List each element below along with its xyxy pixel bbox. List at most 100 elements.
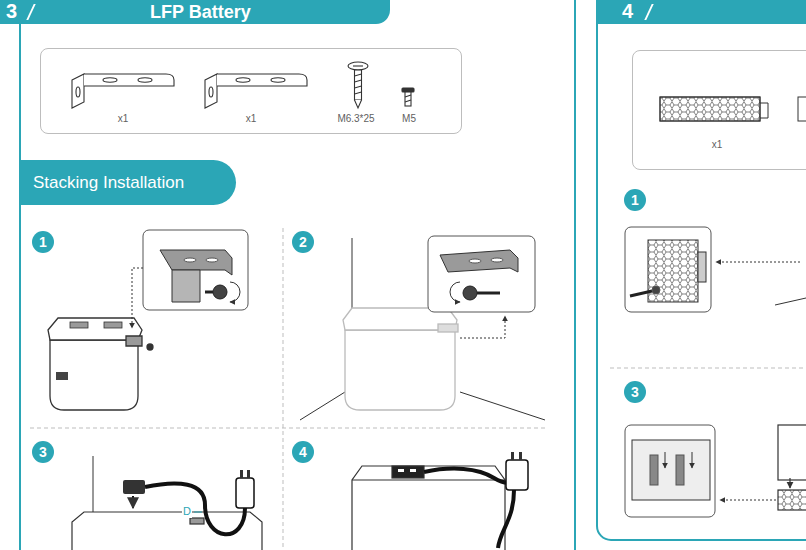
screw-part <box>348 62 368 70</box>
parts-list-box: x1x1M6.3*25M5 <box>40 48 462 134</box>
bracket-part <box>205 74 217 108</box>
step-divider <box>30 428 546 429</box>
detail-inset <box>625 425 715 517</box>
detail-inset <box>625 227 711 312</box>
detail-inset <box>213 285 227 299</box>
detail-inset <box>650 455 658 485</box>
power-cable <box>132 496 134 508</box>
detail-inset <box>625 425 715 517</box>
node-text: M5 <box>402 113 416 125</box>
bracket-part <box>72 74 84 108</box>
detail-inset <box>698 252 706 282</box>
wall-line <box>352 238 353 318</box>
screw-part <box>353 65 363 66</box>
detail-inset <box>652 286 660 294</box>
screw-part <box>355 70 362 100</box>
wall-line <box>300 392 345 420</box>
battery-figure <box>70 322 88 328</box>
screw-part <box>355 74 362 76</box>
detail-inset <box>632 440 710 500</box>
detail-inset <box>428 236 535 312</box>
wall-line <box>300 238 545 420</box>
callout-letter: D <box>182 505 192 518</box>
power-cable <box>519 452 522 460</box>
step-number: 3 <box>32 441 54 463</box>
screw-part <box>355 92 362 94</box>
bracket-part <box>205 74 307 108</box>
callout-number: 1 <box>39 235 47 249</box>
callout-number: 4 <box>299 445 307 459</box>
battery-figure <box>147 344 153 350</box>
power-cable <box>145 483 245 534</box>
power-cable <box>424 452 528 548</box>
grille-part <box>760 103 768 118</box>
battery-figure <box>438 324 458 332</box>
bracket-part <box>138 78 152 82</box>
node-text: M6.3*25 <box>337 113 374 125</box>
battery-figure <box>352 466 505 550</box>
step-number: 2 <box>292 231 314 253</box>
leader-arrow <box>716 262 800 263</box>
grille-part <box>660 97 760 121</box>
detail-inset <box>692 452 693 468</box>
node-text: x1 <box>712 139 723 151</box>
parts-list-box: x1 <box>632 50 806 170</box>
power-cable <box>424 469 514 483</box>
device-outline <box>778 425 806 480</box>
detail-inset <box>450 282 460 302</box>
grille-part <box>798 97 806 121</box>
screw-part <box>405 92 411 106</box>
grille-part <box>660 97 806 121</box>
detail-inset <box>477 292 500 295</box>
detail-inset <box>205 291 213 294</box>
step-divider <box>283 228 284 548</box>
grille-part <box>660 97 760 121</box>
detail-inset <box>676 455 684 485</box>
power-cable <box>247 470 250 478</box>
detail-inset <box>648 240 698 302</box>
device-outline <box>778 425 806 510</box>
callout-number: 1 <box>631 193 639 207</box>
screw-part <box>355 80 362 82</box>
leader-arrow <box>720 500 776 501</box>
bracket-part <box>84 74 174 86</box>
bracket-part <box>103 78 117 82</box>
battery-figure <box>56 372 68 380</box>
device-outline <box>775 298 806 305</box>
power-cable <box>506 460 528 490</box>
screw-part <box>405 95 411 97</box>
bracket-part <box>217 74 307 86</box>
node-text: 3 <box>6 0 17 23</box>
wall-line <box>460 392 545 420</box>
screw-part <box>402 88 414 92</box>
divider-slash <box>644 4 653 20</box>
bracket-part <box>209 87 213 97</box>
bracket-part <box>72 74 174 108</box>
bracket-part <box>76 87 80 97</box>
detail-inset <box>428 236 535 312</box>
battery-figure <box>352 479 505 480</box>
detail-inset <box>469 259 481 263</box>
detail-inset <box>440 250 518 272</box>
battery-figure <box>126 336 142 346</box>
screw-part <box>402 88 414 106</box>
detail-inset <box>206 258 218 262</box>
detail-inset <box>143 230 248 310</box>
power-cable <box>498 490 514 548</box>
detail-inset <box>463 286 477 300</box>
bracket-part <box>236 78 250 82</box>
detail-inset <box>630 291 652 296</box>
section-header-band: 3LFP Battery <box>0 0 390 24</box>
battery-figure <box>190 518 204 524</box>
power-cable <box>240 470 243 478</box>
section-tab: Stacking Installation <box>20 160 236 205</box>
screw-part <box>355 100 362 108</box>
device-outline <box>789 478 790 488</box>
device-outline <box>778 490 806 510</box>
leader-arrow <box>460 316 505 338</box>
node-text: 4 <box>622 0 633 23</box>
detail-inset <box>491 258 503 262</box>
screw-part <box>405 100 411 102</box>
detail-inset <box>665 452 666 468</box>
